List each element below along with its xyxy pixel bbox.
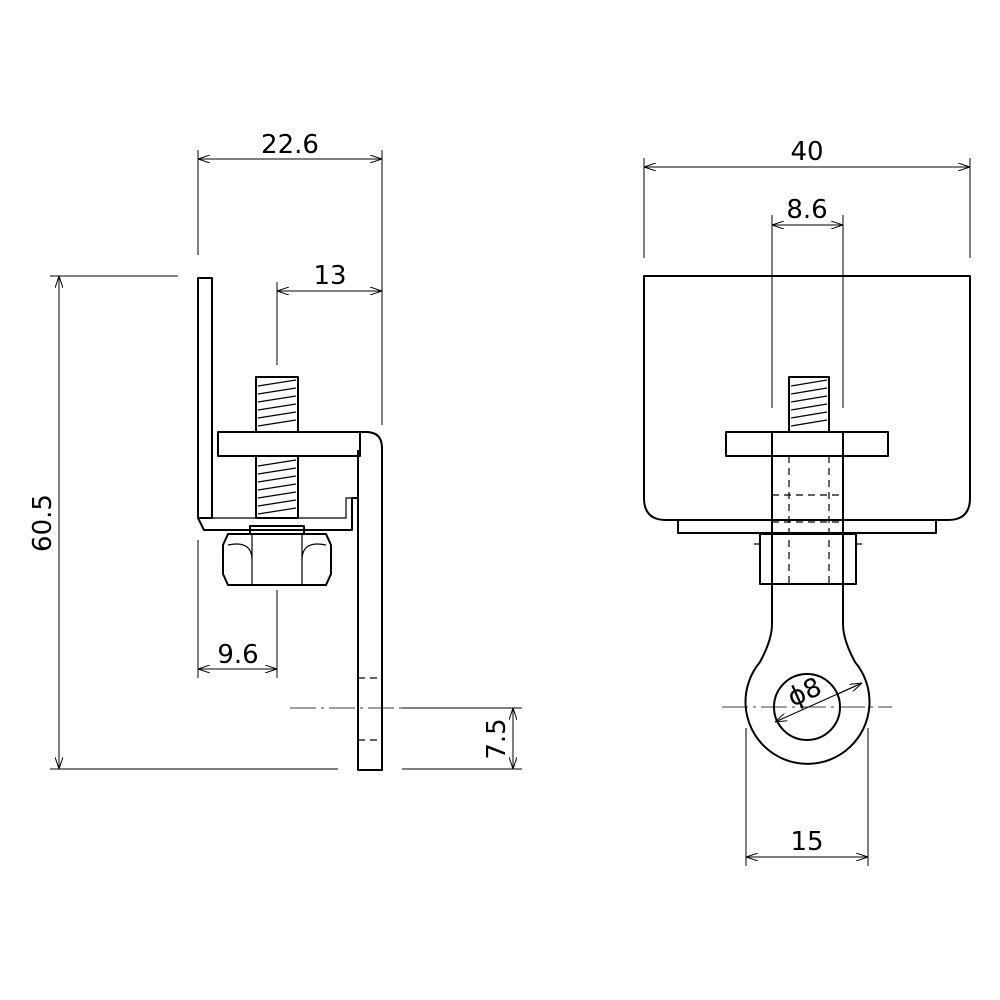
- dim-hole-offset-text: 7.5: [482, 718, 512, 759]
- dim-eye-width-text: 15: [790, 827, 823, 857]
- dim-nut-offset-text: 9.6: [217, 640, 258, 670]
- side-view: 22.6 13 60.5 9.6 7.5: [28, 130, 522, 771]
- dim-front-width-text: 40: [790, 137, 823, 167]
- front-eyebolt-shank: [771, 432, 844, 624]
- side-bracket-inner: [212, 497, 352, 519]
- side-nut-face: [227, 534, 327, 585]
- side-bracket-plate: [197, 277, 213, 519]
- front-bracket-base: [677, 519, 937, 534]
- front-eye-outline: [744, 623, 871, 765]
- side-bolt-lower: [255, 455, 299, 519]
- side-bolt-upper: [255, 376, 299, 433]
- front-bolt-thread-lines: [790, 379, 828, 427]
- dim-hole-diameter-arrow: [837, 683, 862, 695]
- side-bolt-thread: [257, 379, 297, 515]
- dim-bolt-offset-text: 13: [313, 261, 346, 291]
- front-nut: [759, 533, 857, 585]
- front-bracket-body: [643, 275, 971, 521]
- side-clamp-plate: [217, 431, 361, 457]
- front-view: 40 8.6 ϕ8 15: [643, 137, 971, 866]
- front-bolt-thread: [788, 376, 830, 433]
- front-clamp-plate: [725, 431, 889, 457]
- dim-bolt-width-text: 8.6: [786, 195, 827, 225]
- dim-height-text: 60.5: [28, 494, 58, 552]
- side-strap: [357, 431, 383, 771]
- dim-side-width-text: 22.6: [261, 130, 319, 160]
- side-nut: [222, 533, 332, 586]
- front-bolt-hidden: [772, 455, 843, 586]
